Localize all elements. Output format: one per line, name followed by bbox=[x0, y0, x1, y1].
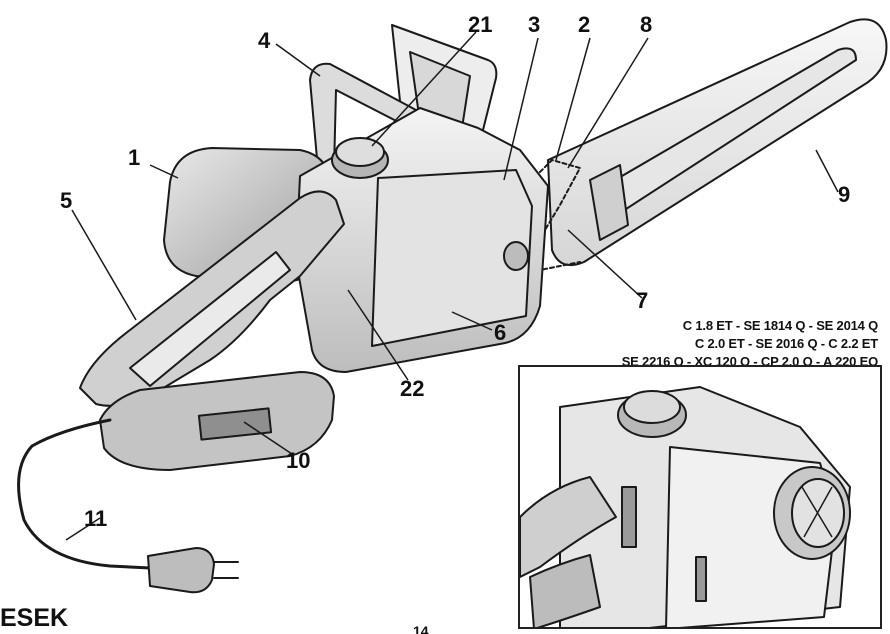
callout-22: 22 bbox=[400, 376, 425, 401]
callout-9: 9 bbox=[838, 182, 851, 207]
section-title: ESEK bbox=[0, 604, 69, 632]
callout-21: 21 bbox=[468, 12, 493, 37]
callout-3: 3 bbox=[528, 12, 541, 37]
callout-10: 10 bbox=[286, 448, 311, 473]
callout-7: 7 bbox=[636, 288, 649, 313]
power-plug bbox=[147, 547, 215, 594]
chain-tension-knob bbox=[503, 241, 529, 271]
model-line-1: C 1.8 ET - SE 1814 Q - SE 2014 Q bbox=[682, 318, 878, 333]
power-cable bbox=[17, 418, 152, 570]
callout-4: 4 bbox=[258, 28, 271, 53]
callout-8: 8 bbox=[640, 12, 653, 37]
callout-1: 1 bbox=[128, 145, 140, 170]
callout-11: 11 bbox=[84, 506, 108, 531]
rating-label bbox=[197, 407, 273, 441]
leader-lines bbox=[65, 31, 839, 541]
guide-bar-slot bbox=[597, 47, 857, 223]
callout-5: 5 bbox=[60, 188, 73, 213]
page-number: 14 bbox=[413, 623, 429, 634]
callout-2: 2 bbox=[578, 12, 591, 37]
model-line-2: C 2.0 ET - SE 2016 Q - C 2.2 ET bbox=[694, 336, 878, 351]
inset-detail-view bbox=[518, 365, 882, 629]
callout-6: 6 bbox=[494, 320, 507, 345]
inset-illustration bbox=[520, 386, 851, 627]
